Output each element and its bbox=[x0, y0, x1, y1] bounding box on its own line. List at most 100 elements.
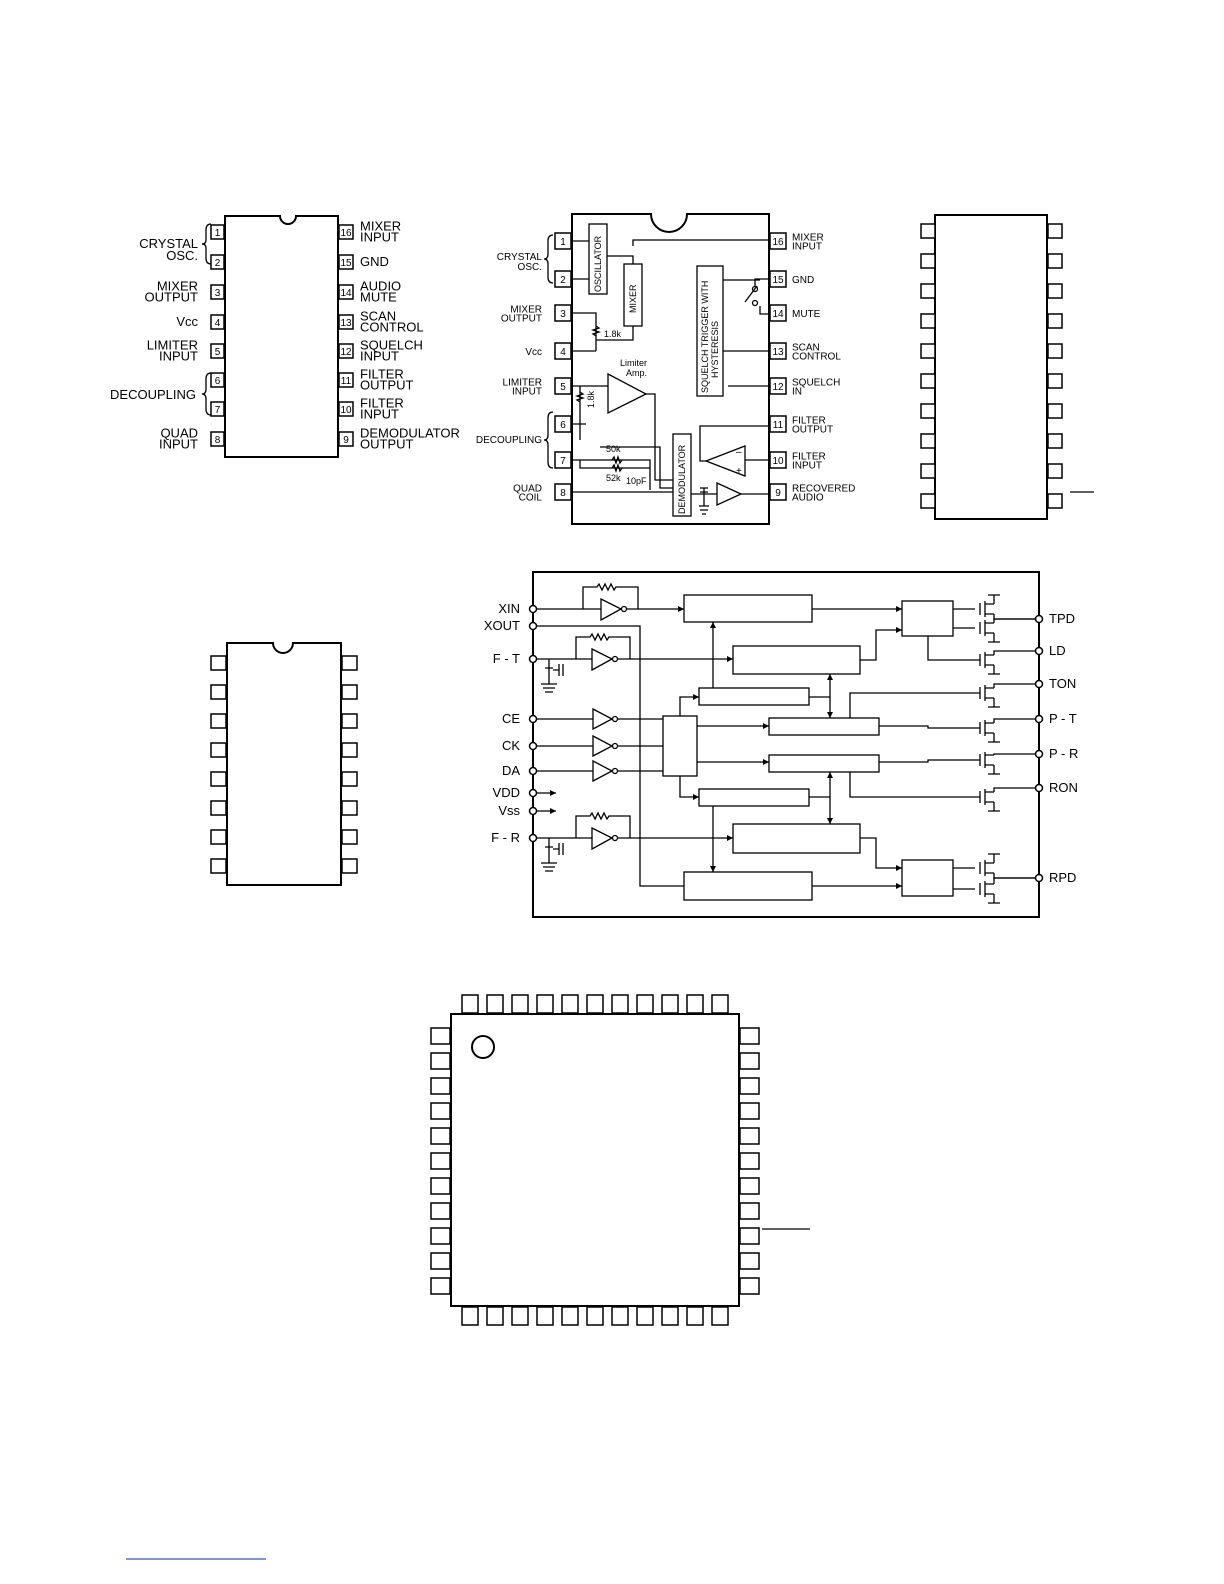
ic2-decoupling-label: DECOUPLING bbox=[476, 435, 542, 446]
ic4-fet-ground-2 bbox=[988, 633, 1000, 643]
ic5-pin-right bbox=[341, 858, 358, 874]
ic6-pin-right bbox=[739, 1227, 760, 1245]
ic2-pin-8 bbox=[554, 483, 572, 501]
ic2-pin-label-5-line-1: LIMITER bbox=[503, 378, 542, 389]
ic4-input-fets bbox=[541, 659, 564, 872]
ic4-pin-ck bbox=[528, 741, 538, 751]
ic3-pin-left bbox=[920, 313, 936, 329]
ic5-pin-left bbox=[210, 655, 227, 671]
ic6-pin-top bbox=[461, 994, 479, 1014]
ic2-pin-label-10-line-1: FILTER bbox=[792, 452, 826, 463]
ic1-pin-7 bbox=[210, 401, 225, 417]
ic2-r3-label: 50k bbox=[606, 444, 621, 454]
ic2-pin-1 bbox=[554, 232, 572, 250]
ic2-pin-3 bbox=[554, 304, 572, 322]
ic4-pin-ld bbox=[1034, 646, 1044, 656]
ic1-pin-number: 14 bbox=[340, 288, 352, 299]
ic2-pin-2 bbox=[554, 270, 572, 288]
ic2-mute-switch-bottom bbox=[751, 299, 759, 307]
ic5-pin-left bbox=[210, 713, 227, 729]
ic5-pin-right bbox=[341, 829, 358, 845]
ic2-pin-14 bbox=[769, 304, 787, 322]
ic4-pin-label: F - T bbox=[493, 651, 520, 666]
ic2-pin-label-9-line-2: AUDIO bbox=[792, 493, 824, 504]
ic2-limiter-label-2: Amp. bbox=[626, 368, 647, 378]
ic1-pin-label-13-line-1: SCAN bbox=[360, 309, 396, 324]
ic3-pin-right bbox=[1047, 283, 1063, 299]
ic2-pin-number: 2 bbox=[560, 275, 566, 286]
ic4-pin-p-r bbox=[1034, 749, 1044, 759]
ic1-pin-number: 11 bbox=[341, 376, 352, 387]
ic1-crystal-label-2: OSC. bbox=[166, 248, 198, 263]
ic1-pin-label-12-line-2: INPUT bbox=[360, 349, 399, 364]
ic1-pin-label-8-line-2: INPUT bbox=[159, 437, 198, 452]
ic6-pin-top bbox=[636, 994, 654, 1014]
ic2-pin-label-12-line-1: SQUELCH bbox=[792, 378, 840, 389]
ic6-pin-left bbox=[430, 1077, 451, 1095]
ic1-pin-4 bbox=[210, 314, 225, 330]
ic6-pin-left bbox=[430, 1152, 451, 1170]
ic4-pin-xin bbox=[528, 604, 538, 614]
ic6-pin-top bbox=[611, 994, 629, 1014]
ic2-pin-5 bbox=[554, 377, 572, 395]
ic2-pin-number: 13 bbox=[772, 347, 784, 358]
ic2-pin-number: 16 bbox=[772, 237, 784, 248]
ic6-pin-right bbox=[739, 1027, 760, 1045]
ic5-pin-right bbox=[341, 742, 358, 758]
ic6-pin-right bbox=[739, 1252, 760, 1270]
ic2-pin-16 bbox=[769, 232, 787, 250]
ic4-fet-6 bbox=[979, 752, 1035, 768]
ic2-squelch-label-2: HYSTERESIS bbox=[710, 321, 720, 378]
ic1-pin-number: 13 bbox=[340, 318, 352, 329]
ic2-pin-number: 12 bbox=[772, 382, 784, 393]
ic5-pin-right bbox=[341, 655, 358, 671]
ic2-pin-label-11-line-2: OUTPUT bbox=[792, 425, 833, 436]
ic6-pin-bottom bbox=[561, 1306, 579, 1326]
ic3-pin-right bbox=[1047, 433, 1063, 449]
ic6-pin-left bbox=[430, 1052, 451, 1070]
ic6-qfp-outline bbox=[430, 994, 810, 1326]
ic6-pin-left bbox=[430, 1027, 451, 1045]
ic2-squelch-block bbox=[696, 265, 724, 397]
ic5-pin-left bbox=[210, 858, 227, 874]
ic5-pin-right bbox=[341, 771, 358, 787]
ic4-feedback-resistors bbox=[575, 582, 639, 838]
ic4-ft-inverter-bubble bbox=[611, 655, 619, 663]
ic6-pin-right bbox=[739, 1152, 760, 1170]
ic4-pin-label: XIN bbox=[498, 601, 520, 616]
ic4-vdd-vss-stubs bbox=[537, 792, 556, 812]
ic1-pin-16 bbox=[338, 224, 354, 240]
ic3-pin-right bbox=[1047, 313, 1063, 329]
ic1-pin-number: 15 bbox=[340, 258, 352, 269]
ic1-pin-number: 12 bbox=[340, 347, 352, 358]
ic3-pin-left bbox=[920, 373, 936, 389]
ic4-da-buffer-bubble bbox=[611, 767, 619, 775]
ic1-pin-6 bbox=[210, 372, 225, 388]
ic6-pin-right bbox=[739, 1052, 760, 1070]
ic2-pin-11 bbox=[769, 415, 787, 433]
ic1-pin-label-3-line-2: OUTPUT bbox=[145, 290, 199, 305]
ic2-pin-4 bbox=[554, 342, 572, 360]
ic2-pin-9 bbox=[769, 483, 787, 501]
ic2-mute-switch-blade bbox=[744, 278, 769, 303]
ic1-pin-label-9-line-1: DEMODULATOR bbox=[360, 426, 460, 441]
ic3-pin-left bbox=[920, 253, 936, 269]
ic1-pin-label-10-line-1: FILTER bbox=[360, 396, 404, 411]
ic4-pin-ton bbox=[1034, 679, 1044, 689]
ic4-fet-7 bbox=[979, 787, 1035, 805]
ic4-pin-label: VDD bbox=[493, 785, 520, 800]
ic3-pin-left bbox=[920, 223, 936, 239]
ic1-pin-15 bbox=[338, 254, 354, 270]
ic2-pin-number: 6 bbox=[560, 420, 566, 431]
ic2-r2-label: 1.8k bbox=[586, 390, 596, 408]
ic4-wires bbox=[537, 608, 980, 890]
ic2-squelch-label-1: SQUELCH TRIGGER WITH bbox=[700, 281, 710, 393]
ic4-pin-da bbox=[528, 766, 538, 776]
ic4-fet-ground-5 bbox=[988, 733, 1000, 743]
ic1-pin-label-16-line-2: INPUT bbox=[360, 230, 399, 245]
ic3-pin-right bbox=[1047, 343, 1063, 359]
ic6-pin-left bbox=[430, 1177, 451, 1195]
ic1-pin-label-15-line-1: GND bbox=[360, 254, 389, 269]
ic2-left-pins: 123MIXEROUTPUT4Vcc5LIMITERINPUT678QUADCO… bbox=[501, 232, 572, 504]
